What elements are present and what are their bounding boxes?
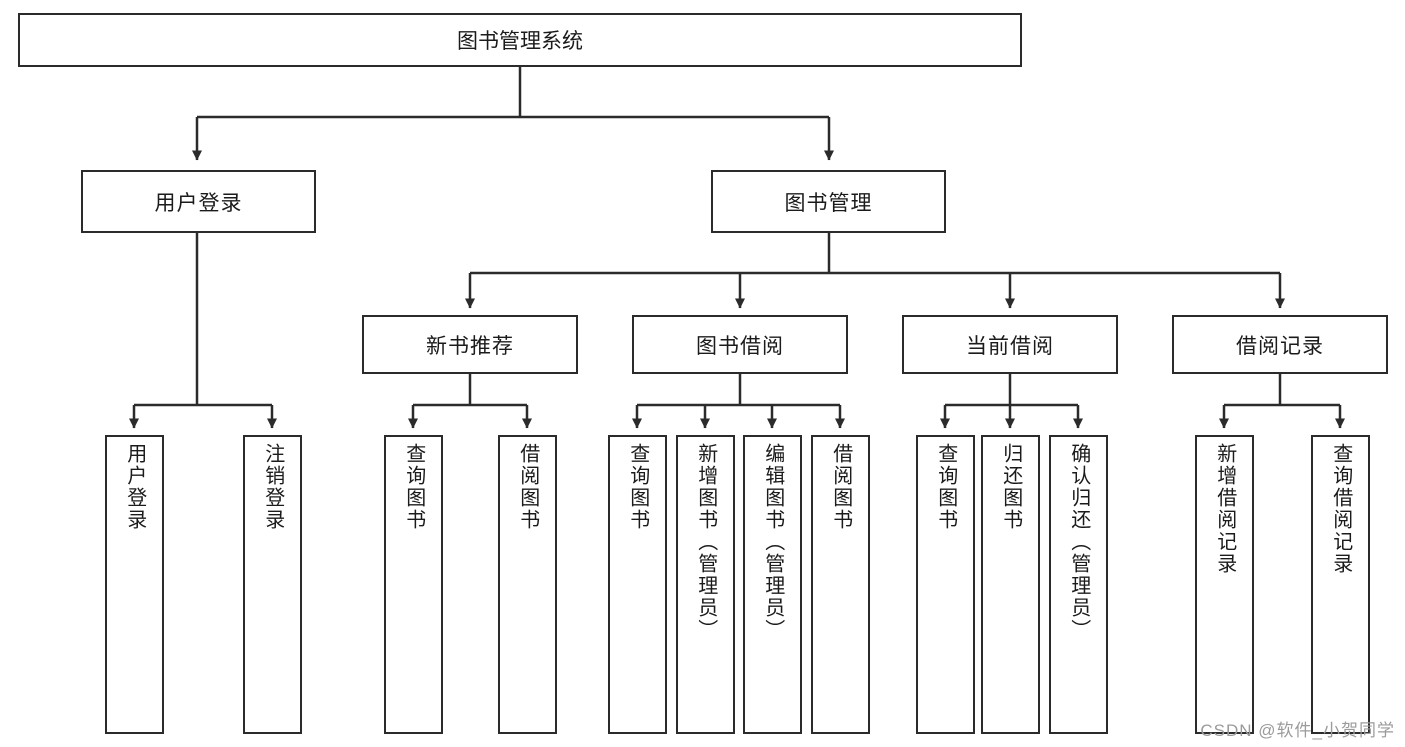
node-label: 新增借阅记录 bbox=[1213, 443, 1236, 575]
node-label: 当前借阅 bbox=[966, 334, 1054, 358]
node-label: 归还图书 bbox=[999, 443, 1022, 531]
node-label: 查询图书 bbox=[626, 443, 649, 531]
node-user-login[interactable]: 用户登录 bbox=[81, 170, 316, 233]
leaf-current-borrow-return[interactable]: 归还图书 bbox=[981, 435, 1040, 734]
leaf-user-login-login[interactable]: 用户登录 bbox=[105, 435, 164, 734]
leaf-current-borrow-query[interactable]: 查询图书 bbox=[916, 435, 975, 734]
leaf-book-borrow-edit[interactable]: 编辑图书（管理员） bbox=[743, 435, 802, 734]
node-label: 借阅图书 bbox=[516, 443, 539, 531]
node-new-book-recommend[interactable]: 新书推荐 bbox=[362, 315, 578, 374]
watermark: CSDN @软件_小贺同学 bbox=[1200, 721, 1395, 740]
node-label: 用户登录 bbox=[154, 191, 243, 215]
node-label: 查询借阅记录 bbox=[1329, 443, 1352, 575]
leaf-book-borrow-query[interactable]: 查询图书 bbox=[608, 435, 667, 734]
leaf-current-borrow-confirm-return[interactable]: 确认归还（管理员） bbox=[1049, 435, 1108, 734]
leaf-borrow-record-query[interactable]: 查询借阅记录 bbox=[1311, 435, 1370, 734]
node-label: 注销登录 bbox=[261, 443, 284, 531]
node-book-management[interactable]: 图书管理 bbox=[711, 170, 946, 233]
node-label: 查询图书 bbox=[934, 443, 957, 531]
node-label: 编辑图书（管理员） bbox=[761, 443, 784, 641]
node-label: 图书管理系统 bbox=[457, 30, 583, 53]
leaf-user-login-logout[interactable]: 注销登录 bbox=[243, 435, 302, 734]
node-book-borrow[interactable]: 图书借阅 bbox=[632, 315, 848, 374]
node-label: 图书借阅 bbox=[696, 334, 784, 358]
node-label: 查询图书 bbox=[402, 443, 425, 531]
leaf-book-borrow-borrow[interactable]: 借阅图书 bbox=[811, 435, 870, 734]
node-current-borrow[interactable]: 当前借阅 bbox=[902, 315, 1118, 374]
node-label: 确认归还（管理员） bbox=[1067, 443, 1090, 641]
node-label: 借阅图书 bbox=[829, 443, 852, 531]
leaf-book-borrow-add[interactable]: 新增图书（管理员） bbox=[676, 435, 735, 734]
leaf-new-book-borrow[interactable]: 借阅图书 bbox=[498, 435, 557, 734]
node-label: 新书推荐 bbox=[426, 334, 514, 358]
node-root-book-management-system[interactable]: 图书管理系统 bbox=[18, 13, 1022, 67]
node-borrow-record[interactable]: 借阅记录 bbox=[1172, 315, 1388, 374]
leaf-borrow-record-add[interactable]: 新增借阅记录 bbox=[1195, 435, 1254, 734]
node-label: 用户登录 bbox=[123, 443, 146, 531]
leaf-new-book-query[interactable]: 查询图书 bbox=[384, 435, 443, 734]
node-label: 图书管理 bbox=[784, 191, 873, 215]
node-label: 新增图书（管理员） bbox=[694, 443, 717, 641]
node-label: 借阅记录 bbox=[1236, 334, 1324, 358]
